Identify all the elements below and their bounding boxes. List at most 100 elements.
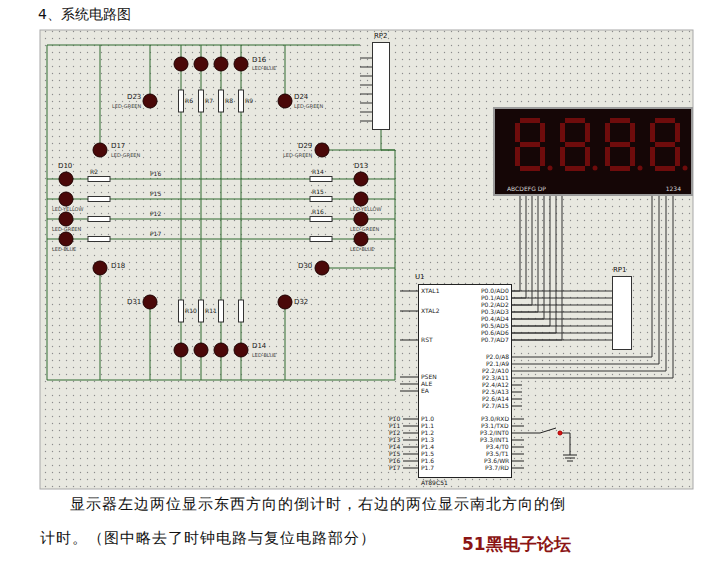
- resistor-symbol: [88, 90, 332, 322]
- resistor-symbol: [88, 197, 110, 202]
- led-symbol: [214, 343, 228, 357]
- chip-pin: [400, 384, 418, 385]
- segment-digit: [520, 118, 540, 123]
- chip-pin: [403, 454, 418, 455]
- segment-digit: [610, 166, 630, 171]
- part-label: LED-GREEN: [111, 153, 140, 158]
- led-symbol: [93, 261, 107, 275]
- segment-digit: [565, 118, 585, 123]
- segment-digit: [565, 166, 585, 171]
- segment-digit: [565, 142, 585, 147]
- wire-bus: [512, 196, 562, 340]
- part-label: D14: [252, 343, 266, 350]
- segment-digit: [515, 147, 520, 166]
- segment-digit: [585, 123, 590, 142]
- segment-digit: [540, 123, 545, 142]
- resistor-symbol: [179, 90, 184, 112]
- resistor-symbol: [239, 90, 244, 112]
- diagram-title: 4、系统电路图: [38, 7, 131, 22]
- segment-digit: [683, 166, 688, 171]
- part-label: R2: [90, 169, 98, 175]
- resistor-symbol: [199, 300, 204, 322]
- wire: [512, 196, 538, 312]
- push-switch: [540, 428, 556, 433]
- resistor-symbol: [310, 217, 332, 222]
- pin-stub: [360, 76, 372, 77]
- part-label: P1.3: [421, 437, 434, 443]
- part-label: LED-BLUE: [252, 66, 276, 71]
- segment-digit: [560, 123, 565, 142]
- part-label: P13: [389, 437, 400, 443]
- part-label: P0.1/AD1: [481, 295, 509, 301]
- part-label: P0.2/AD2: [481, 302, 509, 308]
- segment-digit: [520, 142, 540, 147]
- grid-background: [40, 30, 693, 489]
- led-symbol: [143, 295, 157, 309]
- chip-pin: [512, 461, 524, 462]
- led-symbol: [354, 192, 368, 206]
- grid-background: [40, 30, 693, 489]
- push-switch: [565, 458, 575, 459]
- traffic-wire: [100, 45, 101, 143]
- traffic-wire: [329, 150, 395, 151]
- segment-digit: [630, 123, 635, 142]
- led-symbol: [59, 192, 73, 206]
- segment-digit: [655, 118, 675, 123]
- seven-segment-display: ABCDEFG DP1234: [493, 107, 693, 196]
- part-label: P16: [389, 458, 400, 464]
- part-label: RST: [421, 337, 433, 343]
- part-label: P2.0/A8: [486, 354, 509, 360]
- pin-stub: [360, 58, 372, 59]
- wire: [512, 196, 532, 305]
- part-label: LED-GREEN: [350, 227, 379, 232]
- part-label: P10: [389, 416, 400, 422]
- chip-pin: [403, 419, 418, 420]
- part-label: P15: [389, 451, 400, 457]
- part-label: P1.2: [421, 430, 434, 436]
- part-label: D16: [252, 57, 266, 64]
- chip-pin: [400, 291, 418, 292]
- led-symbol: [234, 343, 248, 357]
- chip-pin: [403, 468, 418, 469]
- part-label: D31: [127, 299, 141, 306]
- led-symbol: [143, 94, 157, 108]
- part-label: P3.4/T0: [486, 444, 509, 450]
- part-label: R14: [312, 169, 324, 175]
- wire: [512, 298, 612, 299]
- segment-digit: [650, 123, 655, 142]
- segment-digit: [585, 147, 590, 166]
- wire: [512, 196, 544, 319]
- part-label: P0.0/AD0: [481, 288, 509, 294]
- wire: [512, 340, 612, 341]
- wire-bus: [512, 291, 612, 340]
- pin-stub: [360, 112, 372, 113]
- chip-pin: [403, 433, 418, 434]
- node-text: RP1: [613, 267, 627, 274]
- pin-stub: [360, 85, 372, 86]
- led-symbol: [278, 94, 292, 108]
- wire: [512, 196, 659, 364]
- part-label: P12: [150, 211, 161, 217]
- part-label: XTAL1: [421, 288, 439, 294]
- part-label: P1.6: [421, 458, 434, 464]
- traffic-wire: [150, 45, 151, 94]
- part-label: PSEN: [421, 374, 437, 380]
- chip-pin: [403, 440, 418, 441]
- resistor-symbol: [219, 90, 224, 112]
- part-label: P0.7/AD7: [481, 337, 509, 343]
- part-label: LED-BLUE: [252, 353, 276, 358]
- traffic-wire: [47, 45, 395, 380]
- part-label: D24: [294, 94, 308, 101]
- chip-pin: [512, 454, 524, 455]
- part-label: LED-YELLOW: [52, 207, 84, 212]
- wire: [512, 196, 550, 326]
- part-label: P12: [389, 430, 400, 436]
- led-symbol: [59, 232, 73, 246]
- part-label: P0.4/AD4: [481, 316, 509, 322]
- watermark: 51黑电子论坛: [462, 536, 571, 553]
- part-label: P16: [150, 171, 161, 177]
- segment-digit: [605, 123, 610, 142]
- segment-digit: [655, 166, 675, 171]
